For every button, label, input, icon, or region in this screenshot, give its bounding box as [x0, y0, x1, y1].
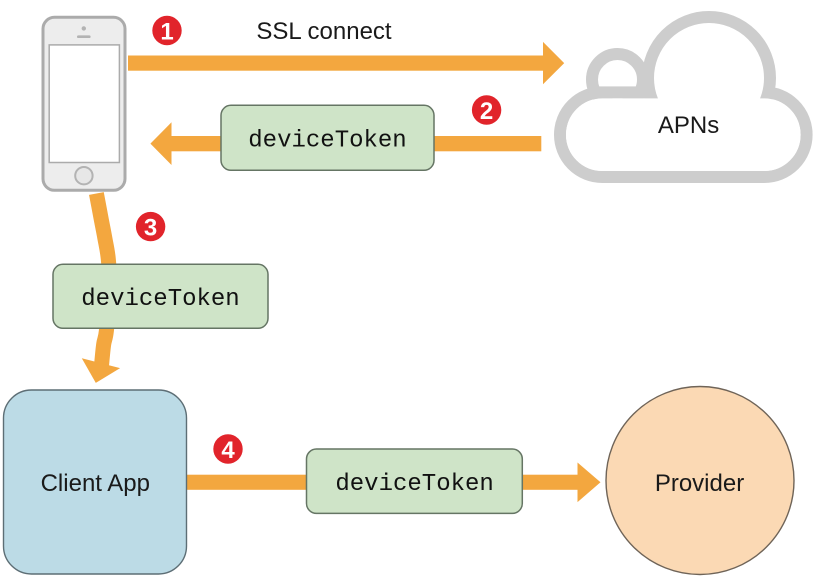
svg-text:3: 3	[144, 214, 157, 241]
svg-text:deviceToken: deviceToken	[335, 471, 493, 498]
svg-text:2: 2	[480, 98, 493, 125]
svg-text:4: 4	[221, 437, 235, 464]
svg-text:1: 1	[160, 18, 173, 45]
svg-text:Client App: Client App	[41, 470, 150, 497]
svg-text:APNs: APNs	[658, 112, 719, 139]
svg-text:SSL connect: SSL connect	[256, 18, 392, 45]
svg-text:deviceToken: deviceToken	[81, 286, 239, 313]
svg-text:Provider: Provider	[655, 470, 744, 497]
svg-text:deviceToken: deviceToken	[248, 127, 406, 154]
